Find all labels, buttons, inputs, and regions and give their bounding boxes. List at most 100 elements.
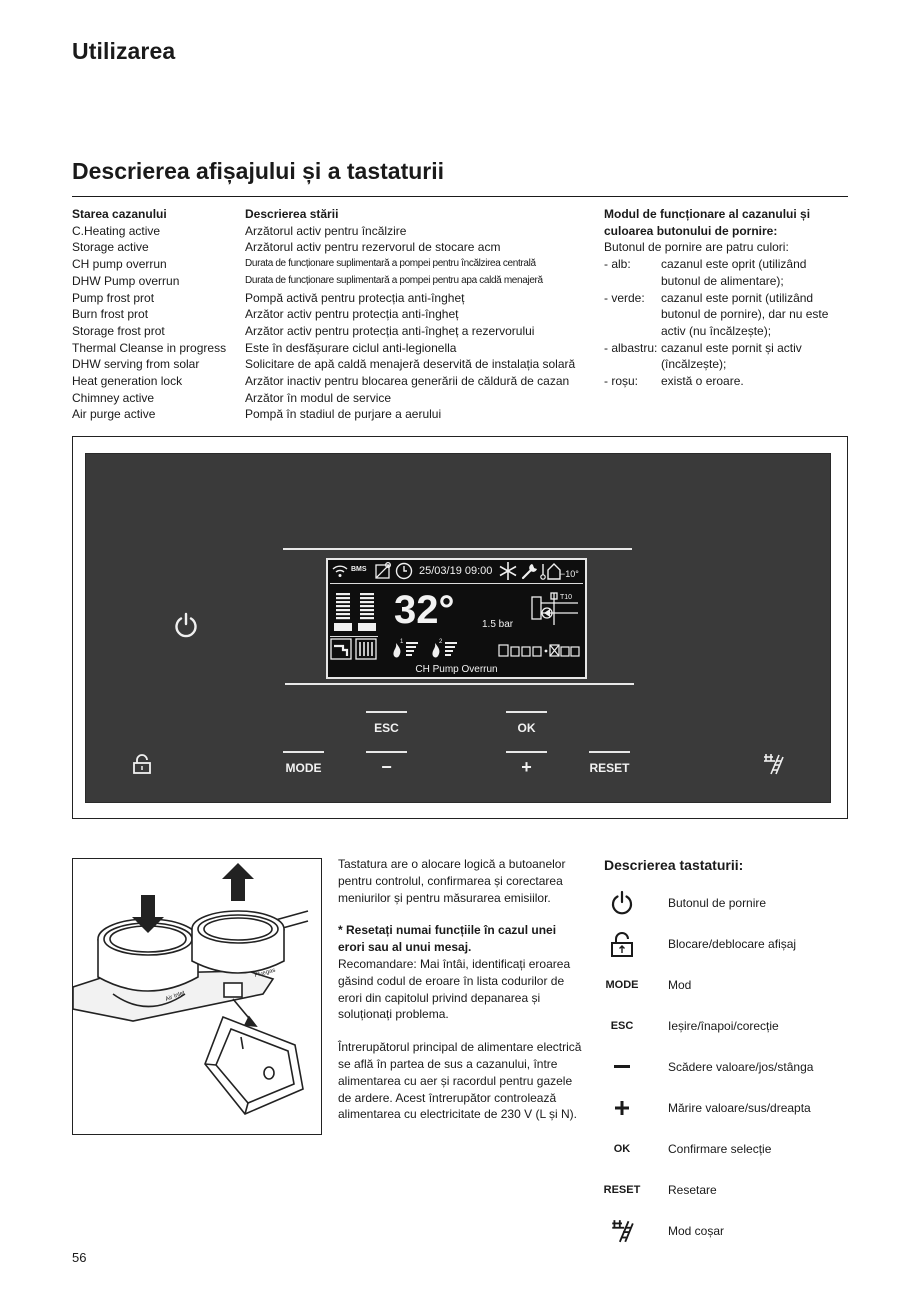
lcd-sensor-label: T10	[560, 594, 573, 601]
status-desc: Arzătorul activ pentru rezervorul de sto…	[245, 240, 501, 255]
mode-key-line	[283, 751, 324, 753]
flue-label: Fluegas	[254, 968, 276, 979]
plus-key-line	[506, 751, 547, 753]
status-state: DHW Pump overrun	[72, 273, 180, 288]
status-desc: Solicitare de apă caldă menajeră deservi…	[245, 357, 576, 372]
keyboard-item-desc: Ieșire/înapoi/corecție	[668, 1019, 779, 1033]
lcd-pressure: 1.5 bar	[482, 619, 514, 630]
reset-note-bold: * Resetați numai funcțiile în cazul unei…	[338, 923, 557, 955]
status-desc: Pompă activă pentru protecția anti-înghe…	[245, 290, 465, 305]
keyboard-item: ESC Ieșire/înapoi/corecție	[596, 1011, 856, 1041]
lock-icon	[133, 754, 151, 774]
boiler-mode-item: - albastru: cazanul este pornit și activ…	[604, 340, 849, 373]
status-state: CH pump overrun	[72, 257, 167, 272]
boiler-top-drawing: Air Inlet Fluegas	[73, 863, 309, 1115]
keyboard-item: Mod coșar	[596, 1216, 856, 1246]
tap-icon	[330, 638, 352, 660]
boiler-mode-text: există o eroare.	[661, 374, 744, 389]
plus-icon	[596, 1093, 648, 1123]
wrench-icon	[521, 564, 537, 580]
panel-power-button[interactable]	[171, 610, 201, 640]
radiator-icon	[355, 638, 377, 660]
minus-icon	[596, 1052, 648, 1082]
chimney-sweep-icon	[764, 754, 784, 775]
minus-key-line	[366, 751, 407, 753]
reset-key-line	[589, 751, 630, 753]
keyboard-title: Descrierea tastaturii:	[604, 857, 744, 873]
status-state: Storage active	[72, 240, 149, 255]
status-desc-header: Descrierea stării	[245, 207, 339, 221]
status-state: DHW serving from solar	[72, 357, 200, 372]
keyboard-item-desc: Scădere valoare/jos/stânga	[668, 1060, 814, 1074]
boiler-mode-item: - alb: cazanul este oprit (utilizând but…	[604, 256, 849, 289]
ok-key[interactable]: OK	[517, 721, 536, 735]
boiler-mode-color: - roșu:	[604, 374, 639, 389]
status-state: C.Heating active	[72, 223, 161, 238]
lcd-datetime: 25/03/19 09:00	[419, 565, 493, 577]
clock-icon	[395, 562, 413, 580]
esc-key-line	[366, 711, 407, 713]
flame1-index: 1	[400, 639, 404, 645]
reset-note-text: Recomandare: Mai întâi, identificați ero…	[338, 956, 571, 1022]
boiler-mode-section: Modul de funcționare al cazanului și cul…	[604, 206, 849, 390]
menu-icons	[498, 644, 580, 657]
page-number: 56	[72, 1250, 87, 1265]
section-title: Descrierea afișajului și a tastaturii	[72, 158, 445, 184]
boiler-mode-text: cazanul este oprit (utilizând butonul de…	[661, 257, 807, 288]
esc-key[interactable]: ESC	[374, 721, 399, 735]
mode-key[interactable]: MODE	[285, 761, 322, 775]
ok-key-line	[506, 711, 547, 713]
keyboard-item: Scădere valoare/jos/stânga	[596, 1052, 856, 1082]
status-desc: Este în desfășurare ciclul anti-legionel…	[245, 340, 457, 355]
hydraulic-diagram-icon	[531, 592, 578, 625]
status-state: Heat generation lock	[72, 374, 183, 389]
status-state: Thermal Cleanse in progress	[72, 340, 227, 355]
keyboard-item-desc: Mod coșar	[668, 1224, 725, 1238]
reset-key-label: RESET	[603, 1184, 641, 1196]
boiler-mode-intro: Butonul de pornire are patru culori:	[604, 240, 789, 255]
status-state: Burn frost prot	[72, 307, 149, 322]
lock-icon	[596, 929, 648, 959]
keyboard-item-desc: Butonul de pornire	[668, 896, 767, 910]
boiler-mode-text: cazanul este pornit (utilizând butonul d…	[661, 290, 829, 338]
explanation-paragraph: Tastatura are o alocare logică a butoane…	[338, 857, 566, 905]
flame2-index: 2	[439, 639, 443, 645]
power-switch-illustration: Air Inlet Fluegas	[72, 858, 322, 1135]
boiler-mode-color: - alb:	[604, 257, 631, 272]
plus-key[interactable]: +	[521, 757, 532, 777]
chimney-sweep-icon	[596, 1216, 648, 1246]
panel-lock-button[interactable]	[131, 753, 153, 775]
reset-key[interactable]: RESET	[589, 761, 630, 775]
solar-icon	[375, 562, 391, 579]
status-desc: Arzător inactiv pentru blocarea generări…	[245, 374, 570, 389]
status-state: Pump frost prot	[72, 290, 155, 305]
keyboard-item: Mărire valoare/sus/dreapta	[596, 1093, 856, 1123]
keyboard-item-desc: Resetare	[668, 1183, 717, 1197]
status-desc: Durata de funcționare suplimentară a pom…	[245, 274, 543, 286]
power-icon	[596, 888, 648, 918]
outdoor-temp-icon	[540, 563, 561, 580]
flame-ch-icon	[432, 642, 457, 658]
keyboard-item-desc: Mod	[668, 978, 692, 992]
flame-dhw-icon	[393, 642, 418, 658]
status-state-column: Starea cazanului C.Heating active Storag…	[72, 206, 242, 423]
boiler-mode-color: - albastru:	[604, 340, 658, 355]
status-desc: Durata de funcționare suplimentară a pom…	[245, 258, 536, 270]
keyboard-item: MODE Mod	[596, 970, 856, 1000]
outdoor-temp: −10°	[560, 569, 579, 579]
reset-note: * Resetați numai funcțiile în cazul unei…	[338, 922, 583, 1023]
keyboard-item: Butonul de pornire	[596, 888, 856, 918]
keyboard-item: RESET Resetare	[596, 1175, 856, 1205]
keyboard-item-desc: Blocare/deblocare afișaj	[668, 937, 797, 951]
lcd-separator	[330, 636, 378, 637]
status-state: Air purge active	[72, 407, 156, 422]
wifi-icon	[332, 565, 348, 577]
minus-key[interactable]: −	[381, 757, 392, 777]
ok-key-label: OK	[613, 1143, 631, 1155]
keyboard-item-desc: Mărire valoare/sus/dreapta	[668, 1101, 811, 1115]
lcd-status-text: CH Pump Overrun	[415, 664, 498, 675]
status-desc-column: Descrierea stării Arzătorul activ pentru…	[245, 206, 600, 423]
panel-chimney-button[interactable]	[762, 752, 784, 776]
level-bars-icon	[334, 593, 376, 631]
lcd-separator	[330, 583, 583, 584]
